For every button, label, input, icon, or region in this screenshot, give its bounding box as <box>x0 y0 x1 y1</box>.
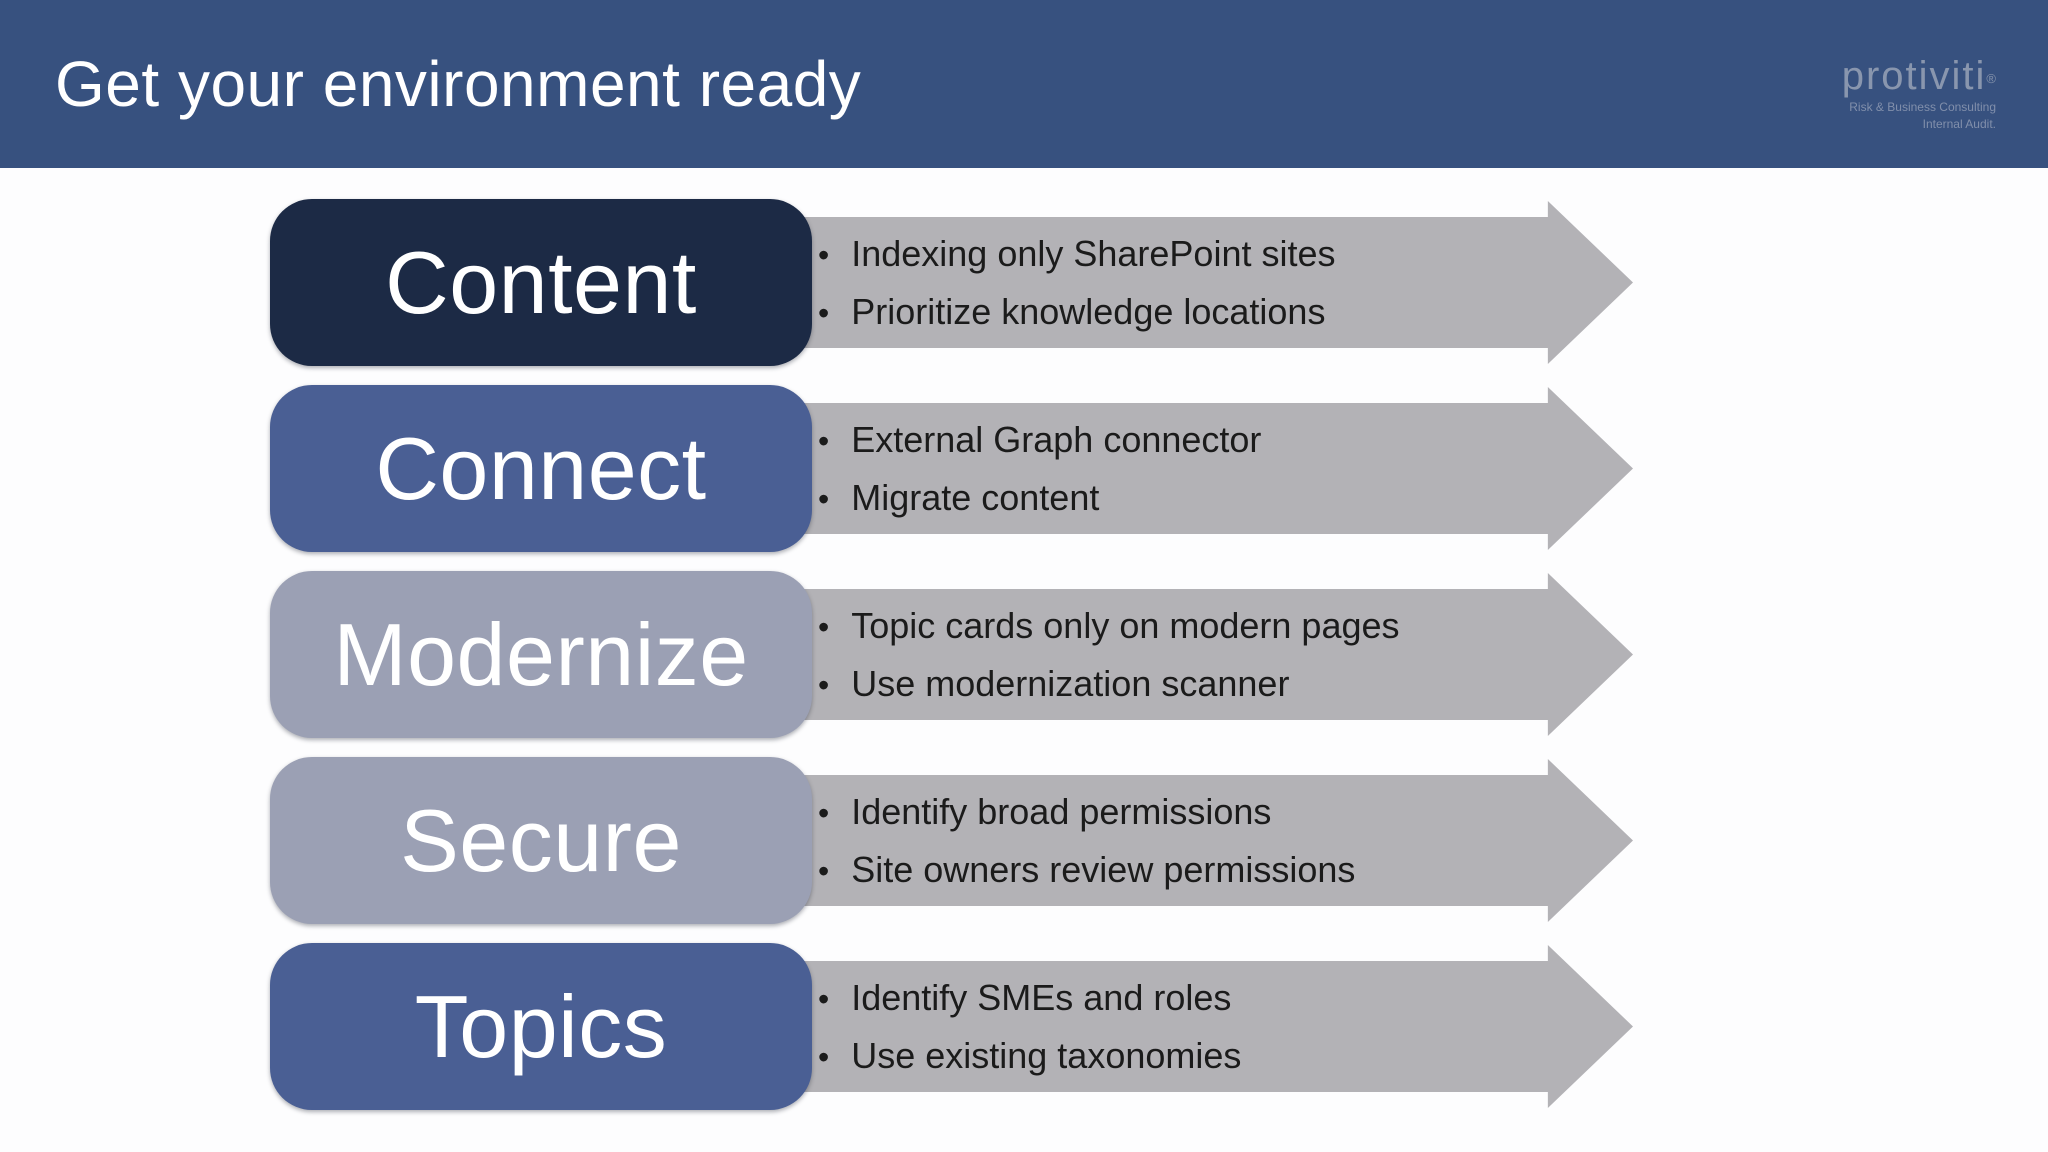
bullet-list: External Graph connector Migrate content <box>818 385 1261 552</box>
stage-box-topics: Topics <box>270 943 812 1110</box>
arrow-shape <box>790 387 1633 550</box>
bullet-item: Use existing taxonomies <box>818 1035 1241 1077</box>
slide-header: Get your environment ready protiviti® Ri… <box>0 0 2048 168</box>
stage-label: Connect <box>375 418 707 518</box>
logo-tagline-line2: Internal Audit. <box>1922 116 1996 131</box>
stage-label: Secure <box>400 790 682 890</box>
registered-trademark-symbol: ® <box>1986 70 1996 86</box>
process-row-topics: Topics Identify SMEs and roles Use exist… <box>270 943 1640 1110</box>
process-row-modernize: Modernize Topic cards only on modern pag… <box>270 571 1640 738</box>
process-diagram: Content Indexing only SharePoint sites P… <box>270 199 1640 1110</box>
bullet-item: Migrate content <box>818 477 1261 519</box>
logo-tagline-line1: Risk & Business Consulting <box>1849 100 1996 114</box>
bullet-item: Identify broad permissions <box>818 791 1355 833</box>
process-row-connect: Connect External Graph connector Migrate… <box>270 385 1640 552</box>
arrow-shape <box>790 201 1633 364</box>
protiviti-logo: protiviti® Risk & Business Consulting In… <box>1842 56 1996 133</box>
bullet-list: Identify SMEs and roles Use existing tax… <box>818 943 1241 1110</box>
bullet-item: Topic cards only on modern pages <box>818 605 1399 647</box>
arrow-shape <box>790 573 1633 736</box>
bullet-item: Use modernization scanner <box>818 663 1400 705</box>
arrow-shape <box>790 759 1633 922</box>
process-row-content: Content Indexing only SharePoint sites P… <box>270 199 1640 366</box>
bullet-list: Indexing only SharePoint sites Prioritiz… <box>818 199 1336 366</box>
stage-label: Modernize <box>333 604 749 704</box>
stage-label: Topics <box>414 976 668 1076</box>
stage-box-secure: Secure <box>270 757 812 924</box>
page-title: Get your environment ready <box>55 48 862 120</box>
bullet-list: Topic cards only on modern pages Use mod… <box>818 571 1400 738</box>
process-row-secure: Secure Identify broad permissions Site o… <box>270 757 1640 924</box>
bullet-item: Site owners review permissions <box>818 849 1355 891</box>
stage-label: Content <box>385 232 697 332</box>
stage-box-connect: Connect <box>270 385 812 552</box>
bullet-item: Prioritize knowledge locations <box>818 291 1336 333</box>
logo-wordmark: protiviti <box>1841 54 1987 98</box>
bullet-list: Identify broad permissions Site owners r… <box>818 757 1355 924</box>
bullet-item: External Graph connector <box>818 419 1261 461</box>
stage-box-content: Content <box>270 199 812 366</box>
stage-box-modernize: Modernize <box>270 571 812 738</box>
logo-tagline: Risk & Business Consulting Internal Audi… <box>1842 99 1996 133</box>
arrow-shape <box>790 945 1633 1108</box>
bullet-item: Identify SMEs and roles <box>818 977 1241 1019</box>
bullet-item: Indexing only SharePoint sites <box>818 233 1335 275</box>
